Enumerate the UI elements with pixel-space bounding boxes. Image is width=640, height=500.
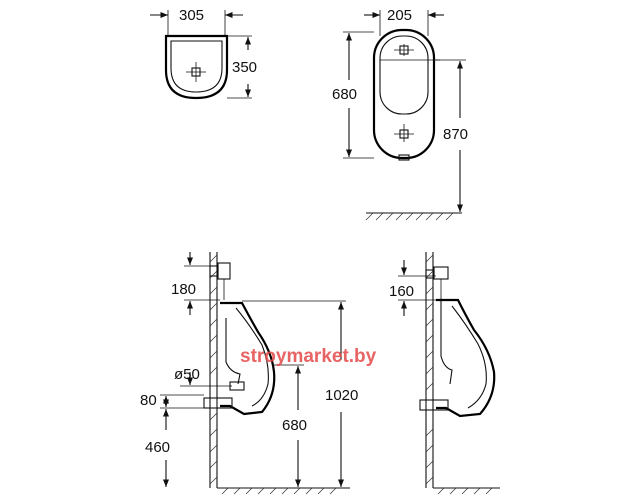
wall-hatch-left: [209, 254, 218, 485]
front-height-label: 680: [332, 86, 357, 103]
lip-height-label: 680: [282, 417, 307, 434]
front-view: 205 680 870: [332, 7, 468, 221]
top-view-outline: [164, 34, 229, 100]
mount-height-label: 870: [443, 126, 468, 143]
wall-hatch-right: [425, 254, 434, 485]
top-width-label: 305: [179, 7, 204, 24]
inlet-offset-label-right: 160: [389, 283, 414, 300]
side-view-right: 160: [389, 252, 500, 495]
front-view-body: [372, 28, 436, 160]
floor-hatch: [365, 212, 454, 221]
urinal-body-left: [220, 301, 276, 416]
watermark: stroymarket.by: [240, 346, 377, 367]
inlet-offset-label-left: 180: [171, 281, 196, 298]
drain-spacing-label: 80: [140, 392, 157, 409]
outlet-cross-icon: [394, 124, 414, 142]
inlet-cross-icon: [394, 44, 414, 56]
inlet-valve-right: [425, 266, 449, 300]
front-width-label: 205: [387, 7, 412, 24]
floor-hatch-right: [437, 487, 493, 495]
floor-hatch-left: [221, 487, 337, 495]
drain-height-label: 460: [145, 439, 170, 456]
top-height-label: 1020: [325, 387, 358, 404]
inlet-valve-left: [209, 262, 231, 300]
top-depth-label: 350: [232, 59, 257, 76]
side-view-left: 180 1020 680 ø50 80 460: [140, 252, 358, 495]
top-view: 305 350: [150, 7, 257, 100]
drain-diameter-label: ø50: [174, 366, 200, 383]
urinal-body-right: [436, 298, 496, 418]
drain-cross-icon: [186, 62, 206, 82]
